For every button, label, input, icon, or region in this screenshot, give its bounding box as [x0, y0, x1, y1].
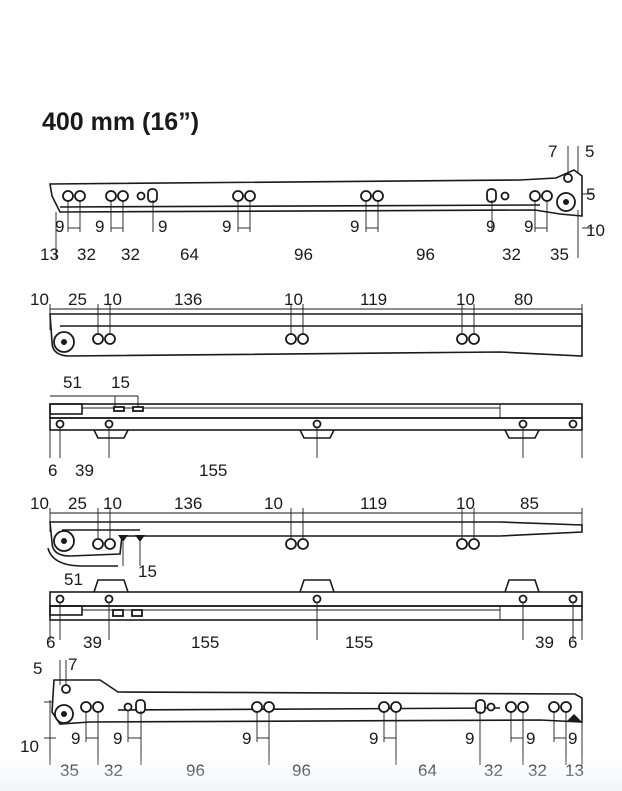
- dim-label: 6: [46, 633, 55, 652]
- dim-label: 155: [345, 633, 373, 652]
- dim-label: 32: [502, 245, 521, 264]
- dim-label: 51: [63, 373, 82, 392]
- dim-label: 10: [284, 290, 303, 309]
- dim-label: 9: [524, 217, 533, 236]
- dim-label: 9: [350, 217, 359, 236]
- rail-drawing-3: 51 15 6 39 155: [48, 373, 583, 480]
- dim-label: 10: [30, 494, 49, 513]
- dim-label: 10: [456, 290, 475, 309]
- dim-label: 10: [103, 494, 122, 513]
- dim-label: 15: [138, 562, 157, 581]
- dim-label: 136: [174, 494, 202, 513]
- dim-label: 25: [68, 494, 87, 513]
- dim-label: 7: [548, 142, 557, 161]
- dim-label: 85: [520, 494, 539, 513]
- dim-label: 39: [75, 461, 94, 480]
- dim-label: 13: [40, 245, 59, 264]
- dim-label: 6: [48, 461, 57, 480]
- bottom-fade: [0, 755, 622, 791]
- dim-label: 32: [77, 245, 96, 264]
- dim-label: 96: [416, 245, 435, 264]
- dim-label: 15: [111, 373, 130, 392]
- dim-label: 119: [360, 290, 387, 309]
- dim-label: 9: [95, 217, 104, 236]
- dim-label: 9: [71, 729, 80, 748]
- dim-label: 9: [568, 729, 577, 748]
- page-title: 400 mm (16”): [42, 108, 200, 136]
- dim-label: 9: [55, 217, 64, 236]
- dim-label: 64: [180, 245, 199, 264]
- rail-outline: [51, 679, 583, 725]
- dim-label: 51: [64, 570, 83, 589]
- dim-label: 10: [586, 221, 605, 240]
- dim-label: 136: [174, 290, 202, 309]
- dim-label: 5: [585, 142, 594, 161]
- dim-label: 10: [30, 290, 49, 309]
- rail-drawing-1: 7 5 5 10 9 9 9 9 9 9 9 13 32 32 64 96 96…: [40, 142, 605, 264]
- dim-label: 5: [586, 185, 595, 204]
- dim-label: 6: [568, 633, 577, 652]
- dim-label: 96: [294, 245, 313, 264]
- dim-label: 9: [486, 217, 495, 236]
- dim-label: 9: [526, 729, 535, 748]
- dim-label: 9: [369, 729, 378, 748]
- dim-label: 10: [456, 494, 475, 513]
- dim-label: 9: [113, 729, 122, 748]
- dim-label: 32: [121, 245, 140, 264]
- dim-label: 7: [68, 655, 77, 674]
- rail-outline: [49, 169, 583, 217]
- dim-label: 9: [222, 217, 231, 236]
- rail-drawing-5: 6 39 155 155 39 6: [46, 579, 583, 652]
- dim-label: 80: [514, 290, 533, 309]
- dim-label: 10: [264, 494, 283, 513]
- dim-label: 25: [68, 290, 87, 309]
- dim-label: 9: [158, 217, 167, 236]
- dim-label: 39: [83, 633, 102, 652]
- dim-label: 9: [242, 729, 251, 748]
- rail-drawing-4: 10 25 10 136 10 119 10 85 51 15: [30, 494, 583, 589]
- rail-drawing-2: 10 25 10 136 10 119 10 80: [30, 290, 583, 357]
- dim-label: 155: [199, 461, 227, 480]
- dim-label: 5: [33, 659, 42, 678]
- dim-label: 39: [535, 633, 554, 652]
- dim-label: 10: [103, 290, 122, 309]
- dim-label: 9: [465, 729, 474, 748]
- dim-label: 35: [550, 245, 569, 264]
- dim-label: 119: [360, 494, 387, 513]
- dim-label: 10: [20, 737, 39, 756]
- dim-label: 155: [191, 633, 219, 652]
